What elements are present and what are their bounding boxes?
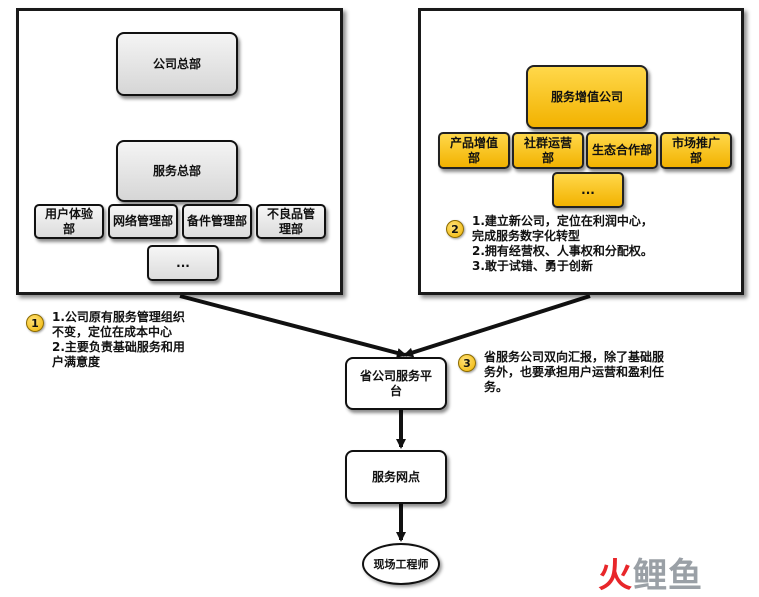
watermark-text: 火鲤鱼	[598, 556, 703, 596]
more-box-right: ...	[552, 172, 624, 208]
note2-line: 3.敢于试错、勇于创新	[472, 259, 593, 273]
more-label: ...	[176, 255, 190, 270]
dept-box-spare-parts: 备件管理部	[182, 204, 252, 239]
dept-label: 网络管理部	[113, 214, 174, 228]
watermark-logo: 火鲤鱼	[598, 548, 703, 597]
note1-line: 不变，定位在成本中心	[52, 325, 173, 339]
note1-badge-icon: 1	[26, 314, 44, 332]
dept-box-ecosystem: 生态合作部	[586, 132, 658, 169]
note3-badge-number: 3	[463, 356, 471, 370]
dept-label: 社群运营部	[524, 135, 573, 165]
dept-box-defective: 不良品管理部	[256, 204, 326, 239]
note3-text: 省服务公司双向汇报，除了基础服 务外，也要承担用户运营和盈利任 务。	[484, 350, 704, 395]
note2-line: 完成服务数字化转型	[472, 229, 581, 243]
note2-badge-number: 2	[451, 222, 459, 236]
dept-box-community: 社群运营部	[512, 132, 584, 169]
note1-line: 户满意度	[52, 355, 101, 369]
left-merge-arrow	[179, 294, 407, 358]
note3-line: 务。	[484, 380, 509, 394]
service-hq-box: 服务总部	[116, 140, 238, 202]
dept-label: 备件管理部	[187, 214, 248, 228]
note1-badge-number: 1	[31, 316, 39, 330]
note1-text: 1.公司原有服务管理组织 不变，定位在成本中心 2.主要负责基础服务和用 户满意…	[52, 310, 252, 370]
watermark-char-gray: 鲤鱼	[633, 556, 703, 596]
note2-line: 1.建立新公司，定位在利润中心，	[472, 214, 653, 228]
value-added-company-label: 服务增值公司	[550, 89, 623, 104]
dept-label: 产品增值部	[450, 135, 499, 165]
dept-box-marketing: 市场推广部	[660, 132, 732, 169]
note3-line: 省服务公司双向汇报，除了基础服	[484, 350, 665, 364]
provincial-platform-label: 省公司服务平台	[360, 368, 433, 398]
note3-line: 务外，也要承担用户运营和盈利任	[484, 365, 665, 379]
company-hq-box: 公司总部	[116, 32, 238, 96]
dept-label: 不良品管理部	[267, 206, 316, 236]
right-merge-arrow	[403, 294, 591, 358]
dept-box-user-experience: 用户体验部	[34, 204, 104, 239]
dept-label: 用户体验部	[45, 206, 94, 236]
service-outlet-label: 服务网点	[371, 469, 420, 484]
service-outlet-box: 服务网点	[345, 450, 447, 504]
note2-badge-icon: 2	[446, 220, 464, 238]
note2-text: 1.建立新公司，定位在利润中心， 完成服务数字化转型 2.拥有经营权、人事权和分…	[472, 214, 722, 274]
dept-label: 生态合作部	[592, 143, 653, 157]
dept-box-network: 网络管理部	[108, 204, 178, 239]
value-added-company-box: 服务增值公司	[526, 65, 648, 129]
dept-label: 市场推广部	[672, 135, 721, 165]
provincial-platform-box: 省公司服务平台	[345, 357, 447, 410]
service-hq-label: 服务总部	[152, 163, 201, 178]
more-box-left: ...	[147, 245, 219, 281]
more-label: ...	[581, 182, 595, 197]
field-engineer-oval: 现场工程师	[362, 543, 440, 585]
note1-line: 1.公司原有服务管理组织	[52, 310, 185, 324]
watermark-char-red: 火	[598, 556, 633, 596]
field-engineer-label: 现场工程师	[373, 558, 429, 571]
dept-box-product: 产品增值部	[438, 132, 510, 169]
note2-line: 2.拥有经营权、人事权和分配权。	[472, 244, 653, 258]
note3-badge-icon: 3	[458, 354, 476, 372]
company-hq-label: 公司总部	[152, 56, 201, 71]
note1-line: 2.主要负责基础服务和用	[52, 340, 185, 354]
